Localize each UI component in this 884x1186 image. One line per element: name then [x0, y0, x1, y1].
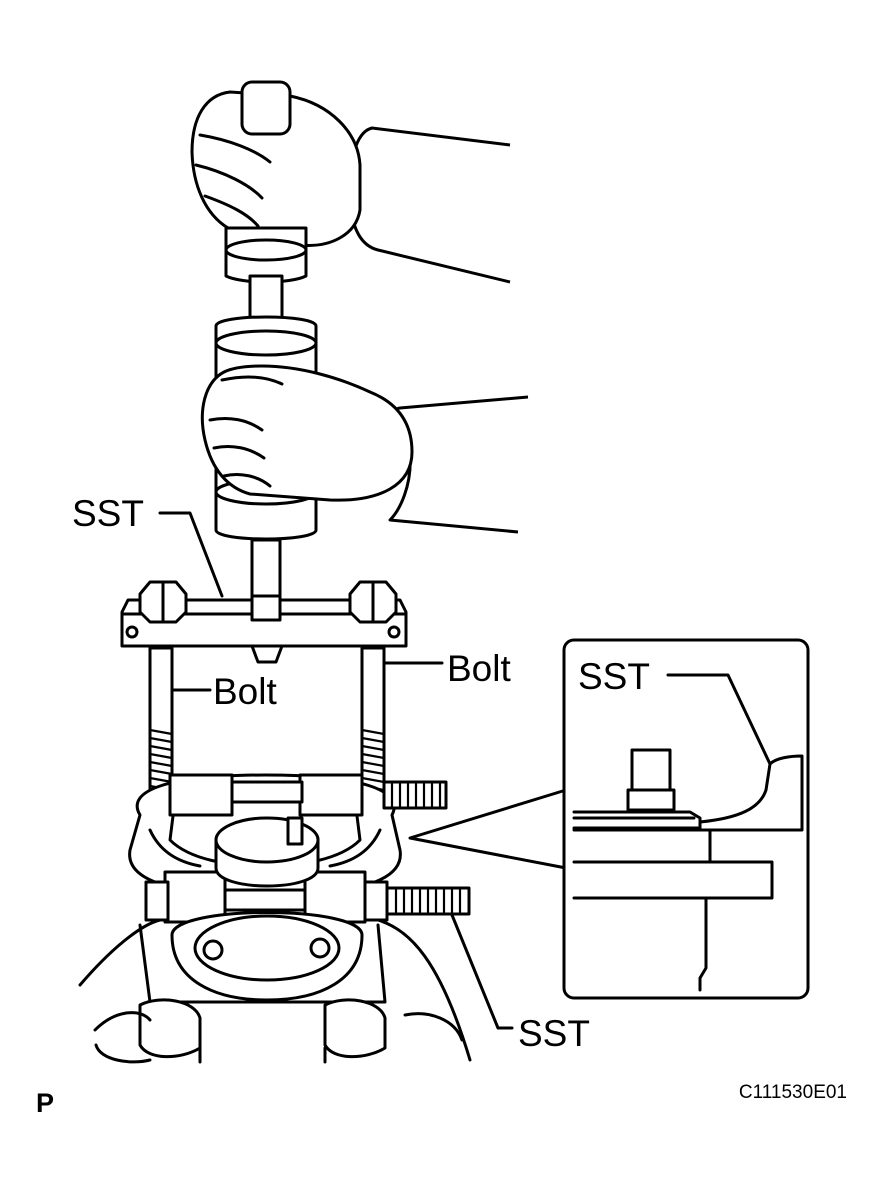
right-hex-nut: [348, 580, 398, 624]
label-sst-inset: SST: [578, 656, 650, 697]
leader-lines: [158, 511, 514, 1030]
shaft-top-knob: [240, 80, 292, 136]
upper-collar: [224, 226, 308, 284]
upper-clamp-bolt: [230, 780, 448, 810]
label-bolt-left: Bolt: [213, 671, 277, 712]
figure-code: C111530E01: [739, 1082, 847, 1103]
puller-crossbar: [120, 594, 408, 664]
inset-bearing-section: [572, 748, 804, 992]
corner-mark: P: [36, 1088, 54, 1118]
label-sst-top: SST: [72, 493, 144, 534]
axle-hub-base: [78, 911, 472, 1064]
upper-hand: [190, 90, 511, 284]
lower-hand: [200, 364, 529, 534]
left-hex-nut: [138, 580, 188, 624]
bearing-part: [214, 816, 320, 888]
detail-inset: [408, 638, 810, 1000]
label-bolt-right: Bolt: [447, 648, 511, 689]
label-sst-bottom: SST: [518, 1013, 590, 1054]
